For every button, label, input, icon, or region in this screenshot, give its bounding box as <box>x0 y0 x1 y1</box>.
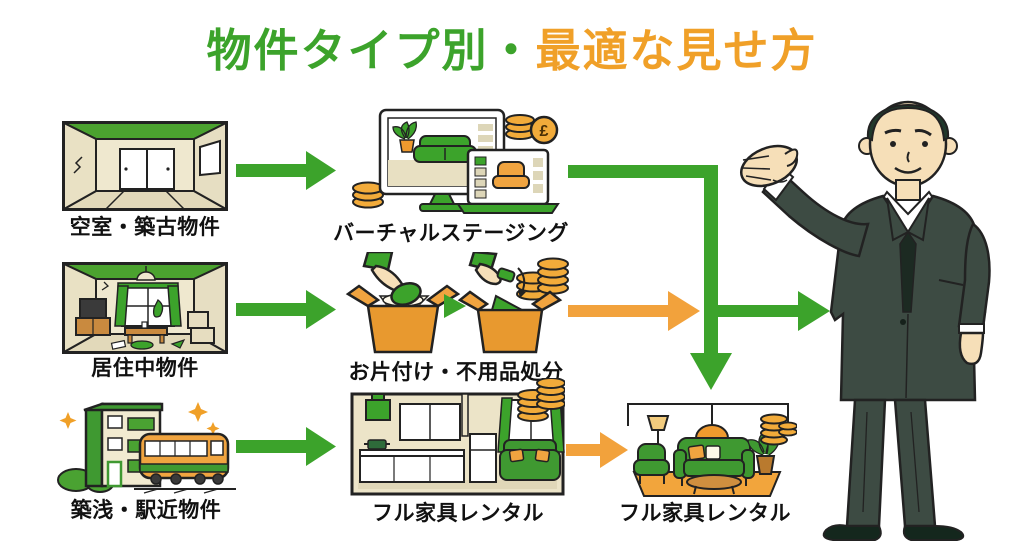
sliding-door-icon <box>119 148 148 190</box>
discard-box-icon <box>457 290 563 354</box>
sliding-door-icon <box>146 148 175 190</box>
range-hood-icon <box>365 393 391 421</box>
row1-method-label: バーチャルステージング <box>333 222 569 245</box>
occupied-room-illustration <box>62 262 228 354</box>
title-part-green: 物件タイプ別・ <box>206 25 536 76</box>
laptop-icon <box>456 148 560 214</box>
pendant-lamp-icon <box>694 404 730 439</box>
wall-outline <box>627 403 789 426</box>
furniture-to-result-orange-arrow <box>566 432 628 468</box>
window-icon <box>199 139 221 177</box>
entrance-door-icon <box>106 460 123 488</box>
sparkle-icon <box>59 402 220 435</box>
coin-stack-icon <box>352 181 384 209</box>
declutter-merge-orange-arrow <box>568 291 700 331</box>
station-to-furniture-arrow <box>236 427 336 466</box>
new-building-near-station-illustration <box>48 396 238 496</box>
eyebrow <box>914 129 932 137</box>
cushion-icon <box>534 448 551 463</box>
cuff <box>958 323 985 334</box>
virtual-staging-illustration: £ <box>350 106 564 218</box>
nose <box>906 151 910 163</box>
coin-stack-icon: £ <box>505 114 559 145</box>
cushion-icon <box>687 444 706 461</box>
staging-elbow-down-arrow <box>690 353 732 390</box>
cushion-icon <box>508 448 525 463</box>
businessman-presenting-illustration <box>733 82 1023 552</box>
raised-arm <box>761 168 870 258</box>
wall-divider <box>461 393 469 437</box>
sofa-icon <box>673 437 755 486</box>
hand-with-cloth-icon <box>362 252 422 306</box>
eye <box>890 141 896 147</box>
armchair-icon <box>492 161 530 189</box>
pendant-lamp-icon <box>136 266 156 281</box>
cushion-icon <box>705 445 721 460</box>
page-title: 物件タイプ別・最適な見せ方 <box>0 26 1024 76</box>
tv-cabinet-icon <box>75 298 111 336</box>
plant-icon <box>392 121 417 153</box>
coin-stack-icon <box>517 378 565 422</box>
staging-elbow-line <box>568 165 718 356</box>
armchair-icon <box>633 443 670 484</box>
shoe <box>902 525 965 541</box>
lapel <box>886 197 910 242</box>
clutter-icon <box>130 340 154 350</box>
dropping-hand-icon <box>468 252 526 298</box>
vacant-to-staging-arrow <box>236 151 336 190</box>
neck <box>895 179 921 201</box>
step-arrow-icon <box>444 294 466 318</box>
curtained-window-icon <box>114 282 182 327</box>
eye <box>922 141 928 147</box>
fridge-icon <box>469 433 497 483</box>
pound-symbol: £ <box>540 123 549 140</box>
drop-arrow-icon <box>518 290 526 298</box>
kitchen-counter-icon <box>359 439 465 483</box>
low-table-icon <box>124 321 168 344</box>
thumb <box>784 148 799 167</box>
result-label: フル家具レンタル <box>619 502 791 525</box>
row2-property-label: 居住中物件 <box>91 357 199 380</box>
coin-stack-icon <box>760 413 797 446</box>
clutter-icon <box>170 338 186 349</box>
coffee-table-icon <box>686 474 742 495</box>
pocket <box>938 279 964 286</box>
open-palm-hand <box>740 144 799 188</box>
pound-coin-icon <box>529 115 559 145</box>
row1-property-label: 空室・築古物件 <box>69 216 221 239</box>
cup-icon <box>141 321 148 329</box>
sofa-icon <box>413 135 477 163</box>
full-furniture-rental-illustration <box>350 378 565 498</box>
train-icon <box>134 432 236 494</box>
sofa-icon <box>499 439 561 481</box>
shoe <box>822 524 882 541</box>
trouser-leg <box>845 398 887 528</box>
vacant-old-room-illustration <box>62 121 228 211</box>
kitchen-window-icon <box>399 403 461 441</box>
jacket-button <box>900 319 906 325</box>
title-part-orange: 最適な見せ方 <box>535 25 818 76</box>
row3-method-label: フル家具レンタル <box>372 502 544 525</box>
decluttering-illustration <box>340 252 570 356</box>
tie <box>899 230 917 313</box>
pot-icon <box>364 439 390 450</box>
mouth <box>894 166 922 174</box>
row3-property-label: 築浅・駅近物件 <box>70 499 222 522</box>
paper-icon <box>110 339 127 350</box>
occupied-to-declutter-arrow <box>236 290 336 329</box>
wall-crack-icon <box>101 281 110 291</box>
staged-living-room-illustration <box>622 392 797 500</box>
eyebrow <box>884 128 902 135</box>
right-hand <box>958 331 985 366</box>
row2-method-label: お片付け・不用品処分 <box>348 361 564 384</box>
wall-crack-icon <box>73 156 83 174</box>
hair <box>866 104 950 142</box>
finger-lines <box>742 155 772 181</box>
boxes-icon <box>187 311 215 344</box>
tv-icon <box>79 298 107 319</box>
lapel <box>906 197 930 242</box>
